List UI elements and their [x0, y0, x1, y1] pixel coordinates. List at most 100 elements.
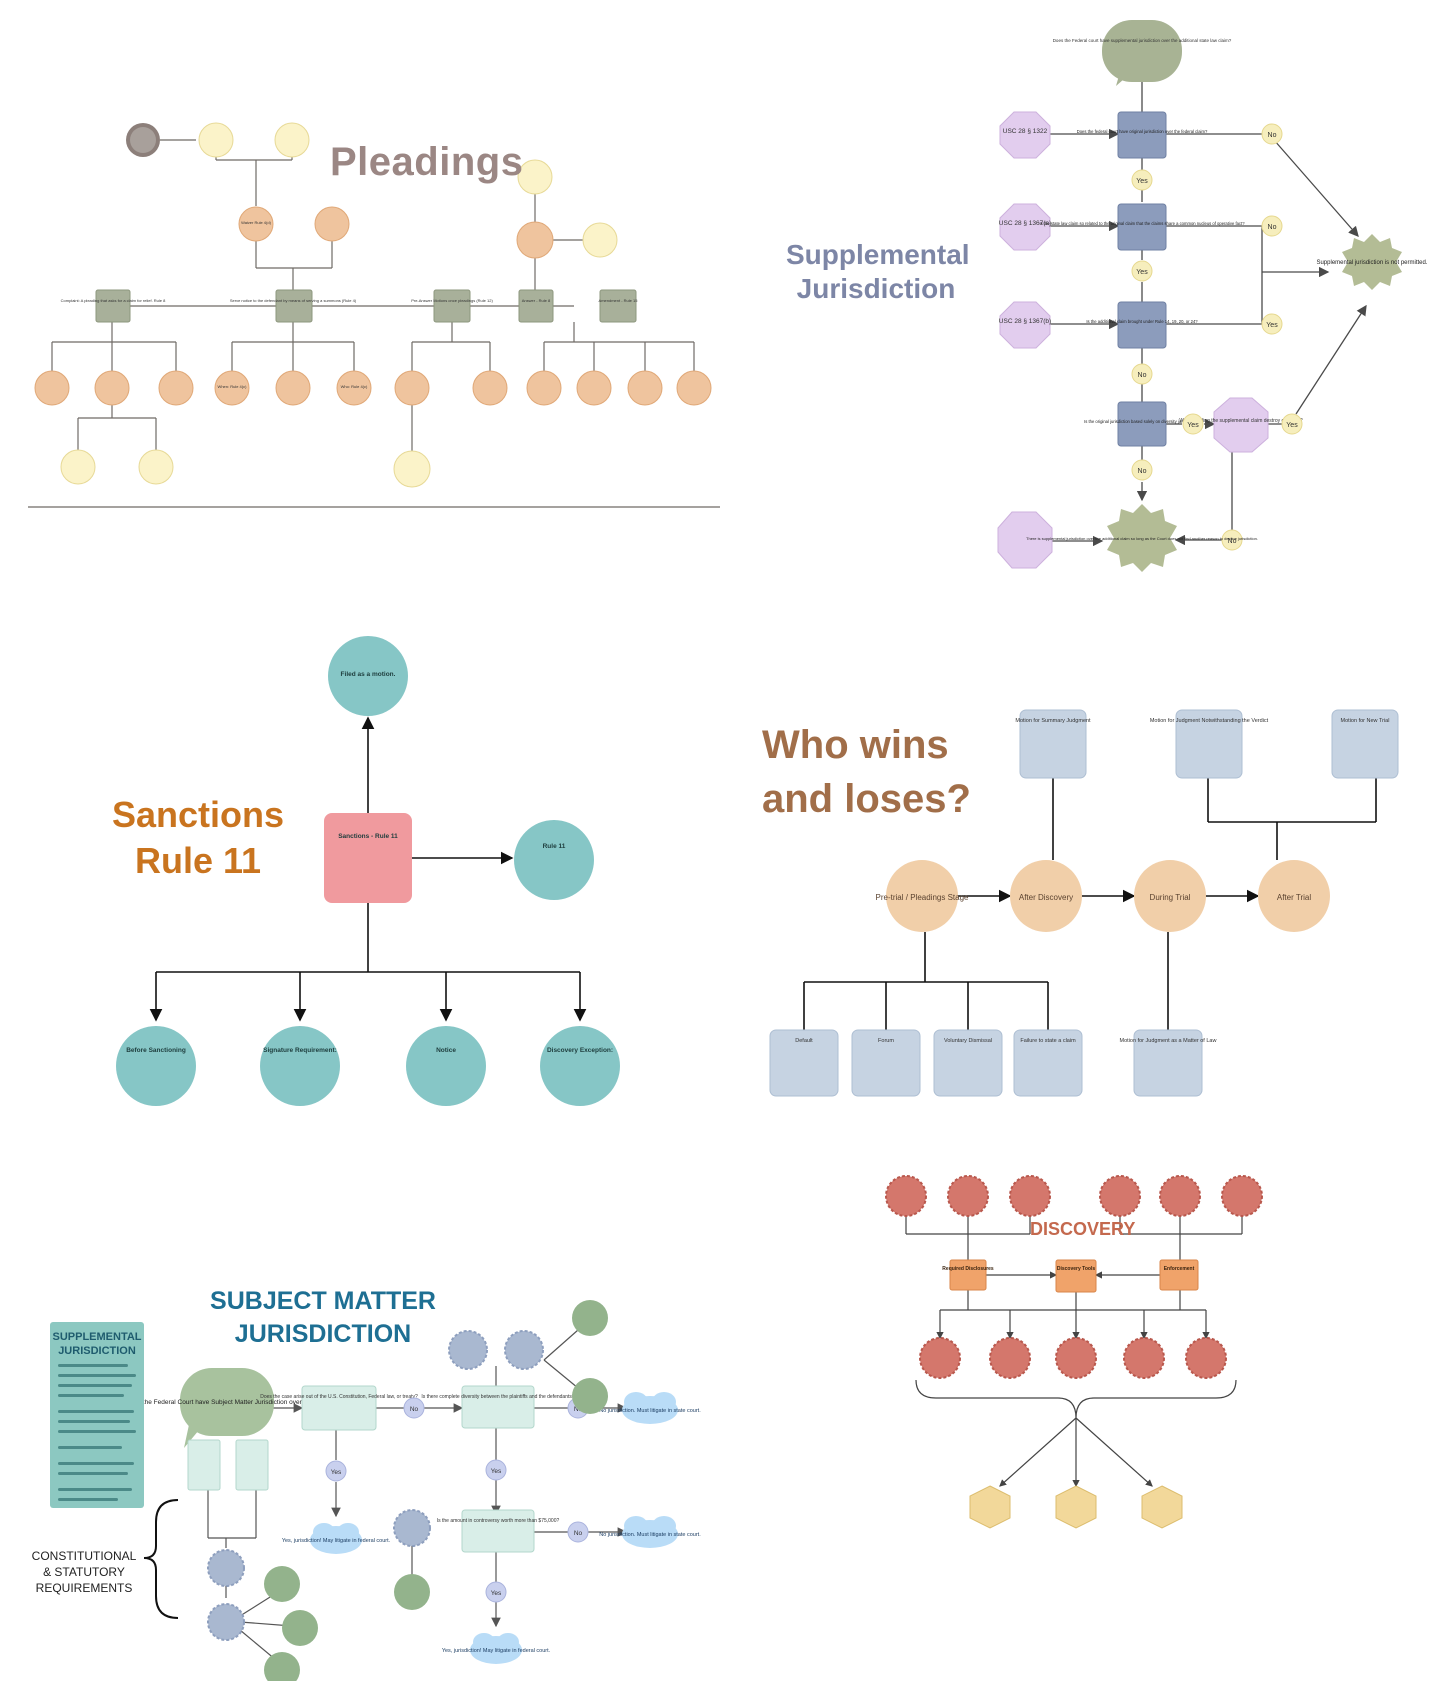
discovery-right-box — [1159, 1259, 1199, 1291]
answer-text: Answer - Rule 8 — [522, 298, 551, 303]
svg-text:Is the original jurisdiction b: Is the original jurisdiction based solel… — [1084, 419, 1201, 424]
text-line — [58, 1430, 136, 1433]
hexagon — [1055, 1485, 1097, 1529]
svg-text:No jurisdiction. Must litigate: No jurisdiction. Must litigate in state … — [599, 1532, 701, 1538]
bottom-card — [1013, 1029, 1083, 1097]
usc-1367a-octagon — [999, 203, 1051, 251]
supplemental-title: Supplemental Jurisdiction — [786, 238, 970, 306]
sanctions-diagram: Filed as a motion. Sanctions - Rule 11 R… — [116, 636, 620, 1106]
who-text: Who: Rule 4(c) — [341, 384, 368, 389]
smj-title-line1: SUBJECT MATTER — [210, 1287, 436, 1315]
supp-title-line1: Supplemental — [786, 239, 970, 270]
supplemental-diagram: Does the Federal court have supplemental… — [997, 20, 1428, 572]
jurisdiction-starburst: There is supplemental jurisdiction over … — [1026, 504, 1258, 572]
sanctions-title-line2: Rule 11 — [134, 840, 262, 881]
svg-text:No: No — [574, 1530, 583, 1537]
who-wins-title: Who wins and loses? — [762, 718, 972, 826]
stage-circle — [1010, 860, 1082, 932]
usc-1367a-label: USC 28 § 1367(a) — [999, 220, 1051, 227]
svg-text:Default: Default — [795, 1038, 813, 1044]
top-card — [1175, 709, 1243, 779]
discovery-right-label: Enforcement — [1164, 1266, 1195, 1272]
smj-q1-box — [301, 1385, 377, 1431]
note-octagon — [997, 511, 1053, 569]
svg-text:Is the additional claim brough: Is the additional claim brought under Ru… — [1086, 319, 1198, 324]
sanctions-title: Sanctions Rule 11 — [110, 792, 286, 884]
supp-title-line2: Jurisdiction — [796, 273, 956, 304]
svg-text:Yes: Yes — [491, 1590, 502, 1597]
svg-text:Motion for Summary Judgment: Motion for Summary Judgment — [1015, 718, 1091, 724]
text-line — [58, 1394, 124, 1397]
bottom-card — [1133, 1029, 1203, 1097]
text-line — [58, 1420, 130, 1423]
svg-text:Before Sanctioning: Before Sanctioning — [126, 1047, 186, 1054]
who-wins-title-line1: Who wins — [762, 723, 949, 767]
svg-text:Yes: Yes — [1266, 322, 1278, 329]
sanctions-panel: Filed as a motion. Sanctions - Rule 11 R… — [0, 600, 720, 1160]
pleadings-panel: Complaint: A pleading that asks for a cl… — [0, 0, 730, 520]
q2-box — [1117, 203, 1167, 251]
smj-small-box — [235, 1439, 269, 1491]
discovery-center-box — [1055, 1259, 1097, 1293]
stage-label: During Trial — [1150, 893, 1191, 902]
svg-text:Notice: Notice — [436, 1047, 456, 1054]
cream-node — [582, 222, 618, 258]
svg-text:Yes, jurisdiction! May litigat: Yes, jurisdiction! May litigate in feder… — [282, 1538, 391, 1544]
stage-circle — [1134, 860, 1206, 932]
top-card — [1331, 709, 1399, 779]
sanctions-title-line1: Sanctions — [111, 794, 285, 835]
amendment-box — [599, 289, 637, 323]
cream-node — [198, 122, 234, 158]
text-line — [58, 1364, 128, 1367]
svg-text:Motion for New Trial: Motion for New Trial — [1341, 718, 1390, 724]
text-line — [58, 1462, 134, 1465]
service-box — [275, 289, 313, 323]
svg-text:Voluntary Dismissal: Voluntary Dismissal — [944, 1038, 992, 1044]
sanctions-center-box — [324, 813, 412, 903]
svg-text:Motion for Judgment Notwithsta: Motion for Judgment Notwithstanding the … — [1150, 718, 1269, 724]
svg-text:Does the Federal court have su: Does the Federal court have supplemental… — [1053, 38, 1232, 43]
svg-text:Forum: Forum — [878, 1038, 894, 1044]
svg-text:Is the state law claim so rela: Is the state law claim so related to the… — [1039, 221, 1245, 226]
svg-text:Yes, jurisdiction! May litigat: Yes, jurisdiction! May litigate in feder… — [442, 1648, 551, 1654]
text-line — [58, 1384, 132, 1387]
svg-text:Yes: Yes — [1136, 269, 1148, 276]
q5-label: Would adding the supplemental claim dest… — [1179, 418, 1303, 424]
result-clouds — [310, 1392, 678, 1664]
usc-1367b-octagon — [999, 301, 1051, 349]
supp-question-bubble: Does the Federal court have supplemental… — [1053, 20, 1232, 86]
discovery-panel: Required Disclosures Discovery Tools Enf… — [720, 1160, 1440, 1681]
sanctions-bottom-4 — [540, 1026, 620, 1106]
text-line — [58, 1374, 136, 1377]
sanctions-right-circle — [514, 820, 594, 900]
svg-text:Discovery Exception:: Discovery Exception: — [547, 1047, 613, 1054]
svg-text:No: No — [410, 1406, 419, 1413]
supp-box-title: SUPPLEMENTAL JURISDICTION — [52, 1331, 142, 1357]
sanctions-top-circle — [328, 636, 408, 716]
svg-text:Yes: Yes — [1136, 178, 1148, 185]
bracket-brace — [143, 1499, 179, 1619]
svg-text:No jurisdiction. Must litigate: No jurisdiction. Must litigate in state … — [599, 1408, 701, 1414]
cream-node — [274, 122, 310, 158]
text-line — [58, 1472, 128, 1475]
supplemental-panel: Does the Federal court have supplemental… — [730, 0, 1440, 600]
complaint-box — [95, 289, 131, 323]
text-line — [58, 1498, 118, 1501]
discovery-title: DISCOVERY — [1030, 1219, 1136, 1239]
cream-node — [517, 159, 553, 195]
q3-box — [1117, 301, 1167, 349]
svg-text:Filed as a motion.: Filed as a motion. — [341, 671, 396, 678]
cream-node — [138, 449, 174, 485]
bottom-card — [933, 1029, 1003, 1097]
answer-box — [518, 289, 554, 323]
stage-label: After Trial — [1277, 893, 1311, 902]
discovery-left-label: Required Disclosures — [942, 1266, 994, 1272]
svg-text:No: No — [1268, 224, 1277, 231]
complaint-text: Complaint: A pleading that asks for a cl… — [61, 298, 166, 303]
svg-text:Signature Requirement:: Signature Requirement: — [263, 1047, 337, 1054]
when-text: When: Rule 4(c) — [218, 384, 248, 389]
smj-bubble-text: Does the Federal Court have Subject Matt… — [126, 1399, 329, 1406]
sanctions-bottom-1 — [116, 1026, 196, 1106]
who-wins-diagram: Motion for Summary Judgment Motion for J… — [769, 709, 1399, 1097]
pleadings-starburst — [126, 123, 160, 157]
